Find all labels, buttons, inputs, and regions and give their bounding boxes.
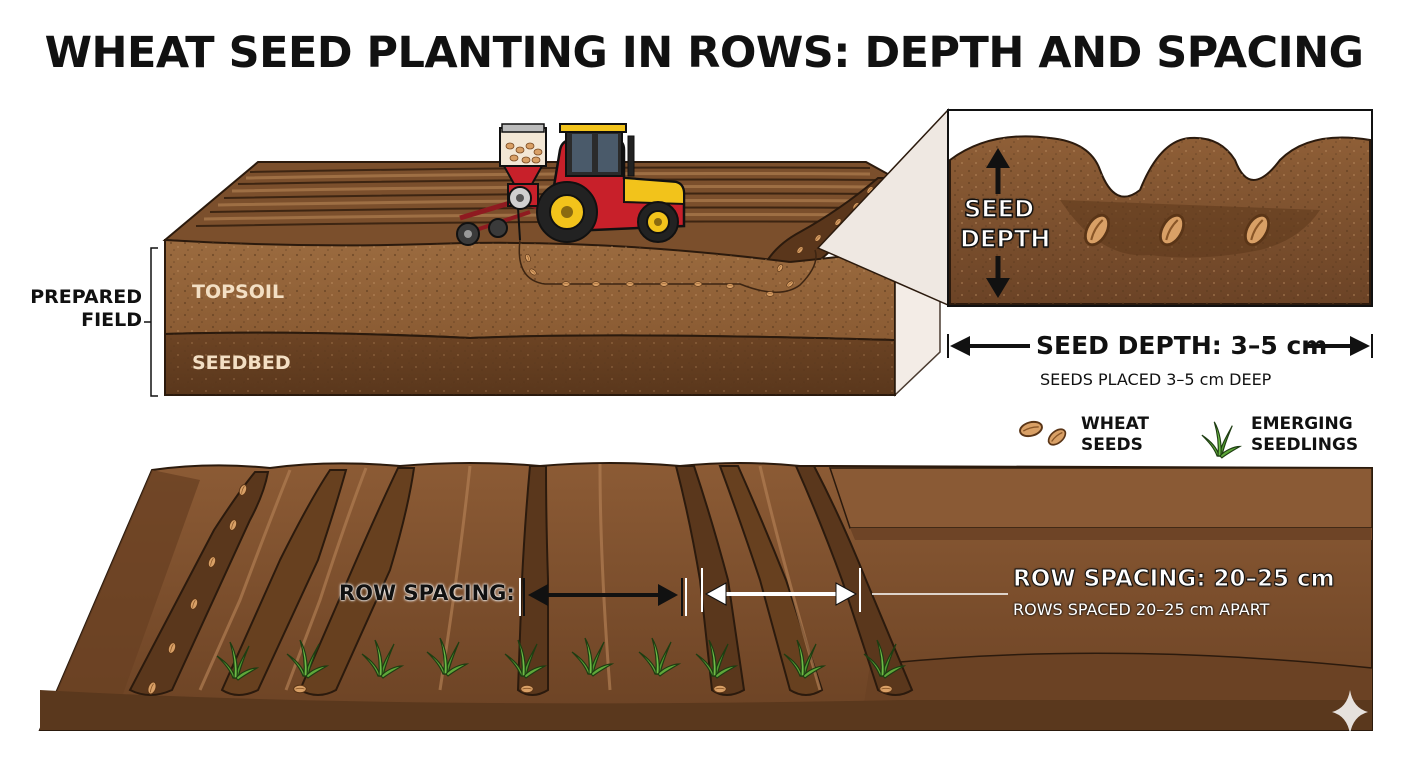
prepared-field-bracket [144,247,158,397]
legend-emerging-seedlings-line2: SEEDLINGS [1251,435,1359,455]
row-spacing-arrows [519,568,1008,616]
sparkle-icon [1332,690,1368,734]
legend-emerging-seedlings-line1: EMERGING [1251,414,1353,434]
depth-inset [816,108,1373,307]
page-title: WHEAT SEED PLANTING IN ROWS: DEPTH AND S… [44,28,1364,78]
seed-depth-dimension [947,334,1373,358]
prepared-field-label-line1: PREPARED [30,286,142,308]
legend-wheat-seeds-line1: WHEAT [1081,414,1150,434]
seedbed-label: SEEDBED [192,352,291,374]
topsoil-label: TOPSOIL [192,281,285,303]
inset-seed-depth-label: SEED DEPTH [959,194,1051,254]
row-spacing-note: ROWS SPACED 20–25 cm APART [1013,600,1270,619]
seed-depth-label: SEED DEPTH: 3–5 cm [1036,331,1328,360]
inset-seed-depth-line2: DEPTH [959,224,1051,253]
depth-arrow-icon [986,148,1010,298]
legend-wheat-seeds-line2: SEEDS [1081,435,1143,455]
row-spacing-label: ROW SPACING: 20–25 cm [1013,566,1336,593]
legend-emerging-seedlings: EMERGING SEEDLINGS [1251,414,1358,456]
row-spacing-short-label: ROW SPACING: [339,581,515,605]
prepared-field-label: PREPARED FIELD [30,286,142,332]
prepared-field-label-line2: FIELD [81,309,142,331]
seedling-icon [1201,421,1241,459]
seed-depth-note: SEEDS PLACED 3–5 cm DEEP [1040,370,1272,389]
wheat-seeds-icon [1017,418,1070,449]
tractor-seeder [456,123,686,246]
inset-seed-depth-line1: SEED [963,194,1034,223]
legend-wheat-seeds: WHEAT SEEDS [1081,414,1149,456]
